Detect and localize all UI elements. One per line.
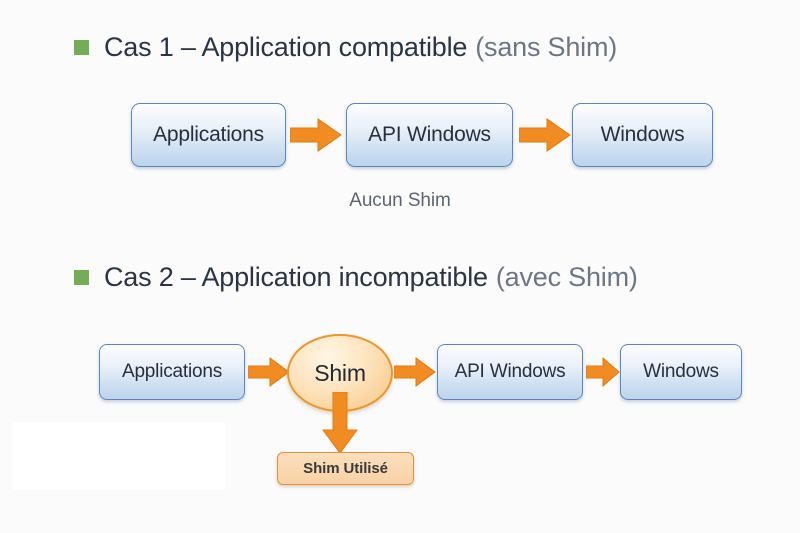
node-windows-case1[interactable]: Windows xyxy=(572,103,713,167)
node-applications-case1[interactable]: Applications xyxy=(131,103,286,167)
arrow-right-icon xyxy=(586,357,620,387)
arrow-right-icon xyxy=(290,118,342,152)
arrow-down-icon xyxy=(322,392,358,454)
background-white-patch xyxy=(13,422,225,490)
arrow-right-icon xyxy=(394,357,436,387)
node-api-windows-case2[interactable]: API Windows xyxy=(437,344,583,400)
arrow-right-icon xyxy=(519,118,571,152)
node-windows-case2[interactable]: Windows xyxy=(620,344,742,400)
node-applications-case2[interactable]: Applications xyxy=(99,344,245,400)
arrow-right-icon xyxy=(248,357,290,387)
section-2-title-sub: (avec Shim) xyxy=(495,262,638,292)
callout-shim-utilise[interactable]: Shim Utilisé xyxy=(277,452,414,485)
section-1-heading: Cas 1 – Application compatible (sans Shi… xyxy=(74,32,617,63)
section-1-title-sub: (sans Shim) xyxy=(475,32,618,62)
green-square-bullet-icon xyxy=(74,270,89,285)
section-1-title-main: Cas 1 – Application compatible xyxy=(104,32,468,62)
section-2-heading: Cas 2 – Application incompatible (avec S… xyxy=(74,262,638,293)
section-2-title-main: Cas 2 – Application incompatible xyxy=(104,262,488,292)
node-api-windows-case1[interactable]: API Windows xyxy=(346,103,513,167)
green-square-bullet-icon xyxy=(74,40,89,55)
node-shim-ellipse[interactable]: Shim xyxy=(287,334,393,412)
caption-aucun-shim: Aucun Shim xyxy=(349,190,451,211)
